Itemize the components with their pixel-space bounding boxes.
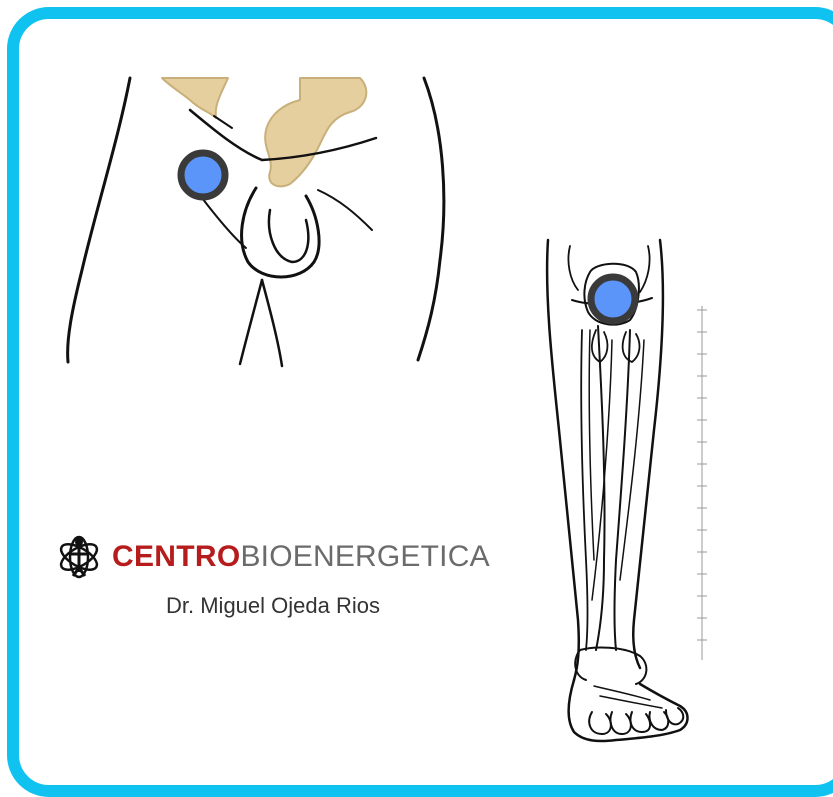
toe-3 bbox=[630, 712, 650, 732]
fibula-left-edge bbox=[581, 330, 587, 650]
knee-right-condyle bbox=[640, 246, 650, 292]
vessel-line bbox=[214, 116, 232, 128]
brand-name-light: BIOENERGETICA bbox=[240, 540, 489, 574]
pelvis-left-contour bbox=[68, 78, 130, 362]
intestine-shape bbox=[265, 78, 366, 186]
genital-inner bbox=[269, 210, 308, 262]
pelvis-right-contour bbox=[418, 78, 444, 360]
acupoint-knee bbox=[591, 277, 635, 321]
thigh-crease-right bbox=[318, 190, 372, 230]
tibial-head-right bbox=[623, 332, 640, 362]
inner-thigh-left bbox=[240, 280, 262, 364]
fibula-right-edge bbox=[589, 330, 594, 560]
ankle-outline bbox=[580, 648, 640, 656]
leg-left-contour bbox=[547, 240, 579, 680]
measurement-ruler bbox=[697, 306, 707, 660]
brand-name-bold: CENTRO bbox=[112, 540, 240, 574]
inner-thigh-right bbox=[262, 280, 282, 366]
toe-2 bbox=[610, 712, 630, 734]
acupoint-groin bbox=[181, 153, 225, 197]
doctor-name: Dr. Miguel Ojeda Rios bbox=[166, 593, 380, 619]
foot-dorsum-lines bbox=[594, 686, 662, 708]
intestine-left-fold bbox=[162, 78, 228, 118]
tibia-right-edge bbox=[615, 330, 631, 650]
pelvis-illustration bbox=[68, 78, 444, 366]
knee-left-condyle bbox=[568, 246, 578, 290]
toe-1 bbox=[589, 712, 611, 734]
muscle-line-a bbox=[592, 340, 612, 600]
caduceus-logo-icon bbox=[54, 532, 104, 582]
